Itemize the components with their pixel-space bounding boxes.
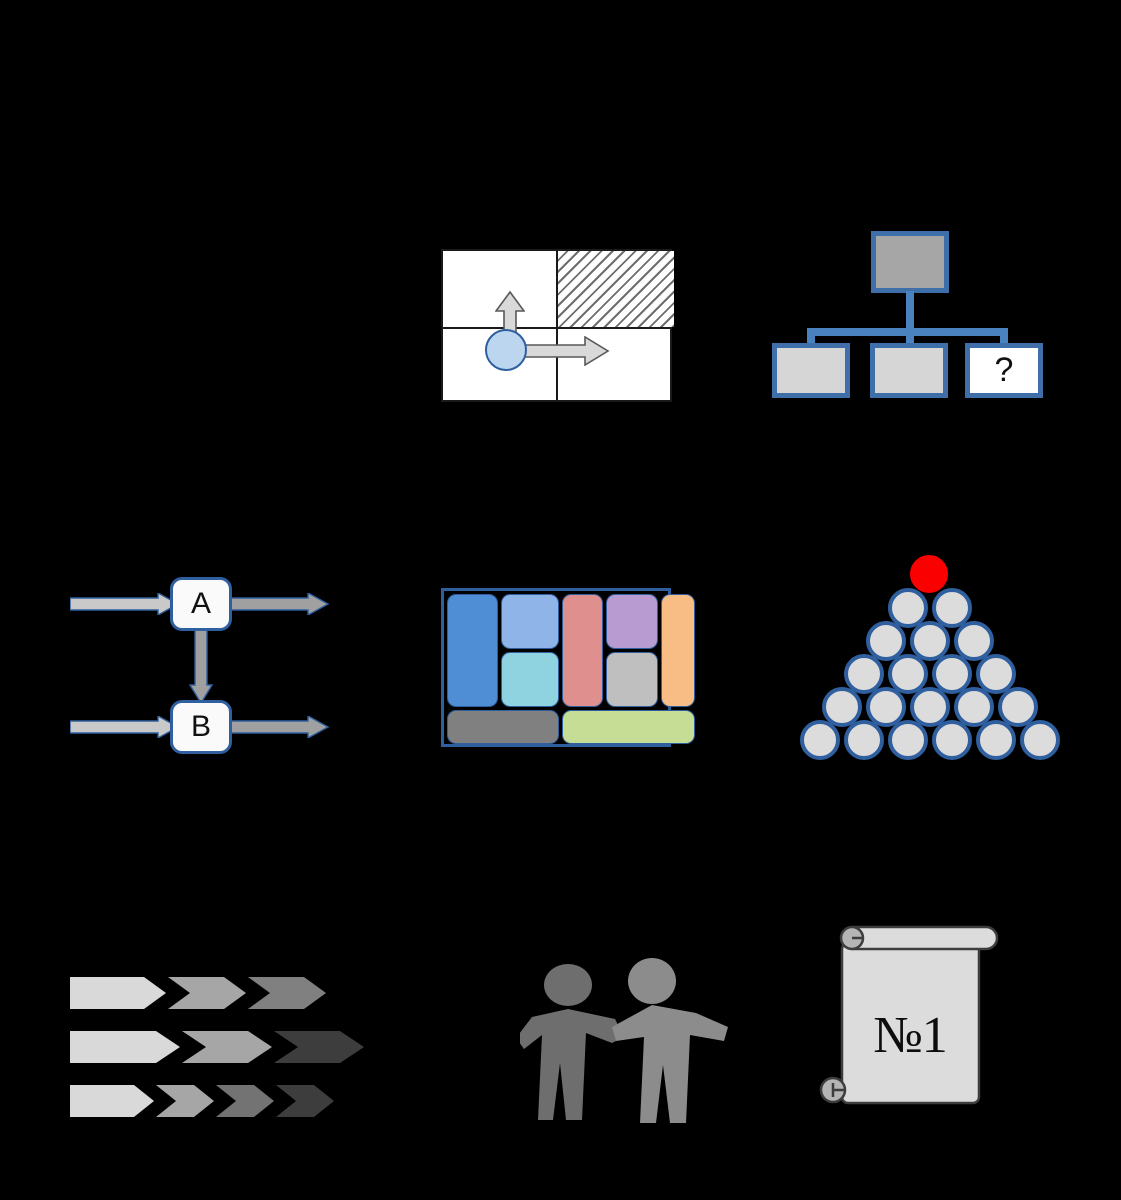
pyramid-circle-r6-1[interactable] — [800, 720, 840, 760]
org-drop-connector-2 — [906, 328, 914, 346]
org-child-node-3-label: ? — [994, 351, 1014, 389]
scroll-svg — [819, 925, 999, 1105]
scroll-bottom-curl-line — [831, 1083, 845, 1097]
person-left — [516, 964, 624, 1120]
flow-node-a[interactable]: A — [170, 577, 232, 631]
mosaic-tile-1[interactable] — [447, 594, 498, 707]
pyramid-circle-r6-4[interactable] — [932, 720, 972, 760]
pyramid-circle-r4-2[interactable] — [888, 654, 928, 694]
pyramid-circle-r6-2[interactable] — [844, 720, 884, 760]
chevron-r3-s3[interactable] — [216, 1085, 274, 1117]
chevron-r2-s2[interactable] — [182, 1031, 272, 1063]
flow-node-b-label: B — [190, 710, 211, 743]
mosaic-tile-6[interactable] — [606, 652, 658, 707]
org-root-node[interactable] — [871, 231, 949, 293]
pyramid-circle-r3-2[interactable] — [910, 621, 950, 661]
pyramid-circle-r5-5[interactable] — [998, 687, 1038, 727]
output-arrow-from-b — [228, 716, 330, 738]
mosaic-tile-7[interactable] — [661, 594, 695, 707]
two-people-partnership-icon — [516, 945, 735, 1125]
mosaic-tile-9[interactable] — [562, 710, 695, 744]
circle-pyramid-diagram — [800, 555, 1060, 765]
person-right — [612, 958, 728, 1123]
org-trunk-connector — [906, 291, 914, 334]
pyramid-circle-r2-1[interactable] — [888, 588, 928, 628]
pyramid-circle-r5-3[interactable] — [910, 687, 950, 727]
down-arrow-a-to-b — [189, 625, 213, 705]
input-arrow-to-b — [70, 716, 180, 738]
chevron-r1-s3[interactable] — [248, 977, 326, 1009]
origin-circle-marker — [485, 329, 527, 371]
chevron-r3-s2[interactable] — [156, 1085, 214, 1117]
two-people-svg — [516, 958, 728, 1123]
mosaic-tile-4[interactable] — [562, 594, 603, 707]
pyramid-circle-r4-4[interactable] — [976, 654, 1016, 694]
chevron-r2-s3[interactable] — [274, 1031, 364, 1063]
process-flow-a-to-b: A B — [70, 565, 330, 765]
mosaic-tile-2[interactable] — [501, 594, 559, 649]
chevron-r2-s1[interactable] — [70, 1031, 180, 1063]
pyramid-circle-r3-3[interactable] — [954, 621, 994, 661]
flow-node-a-label: A — [190, 587, 211, 620]
chevron-r3-s4[interactable] — [276, 1085, 334, 1117]
scroll-document-icon: №1 — [800, 915, 1015, 1115]
org-child-node-2[interactable] — [870, 343, 948, 398]
pyramid-circle-r2-2[interactable] — [932, 588, 972, 628]
pyramid-circle-r6-6[interactable] — [1020, 720, 1060, 760]
hatched-quadrant — [558, 251, 674, 327]
pyramid-circle-r5-1[interactable] — [822, 687, 862, 727]
quadrant-matrix-diagram — [441, 249, 674, 402]
pyramid-circle-r3-1[interactable] — [866, 621, 906, 661]
pyramid-top-circle[interactable] — [910, 555, 948, 593]
mosaic-tile-8[interactable] — [447, 710, 559, 744]
pyramid-circle-r5-2[interactable] — [866, 687, 906, 727]
org-drop-connector-1 — [807, 328, 815, 346]
chevron-r1-s2[interactable] — [168, 977, 246, 1009]
pyramid-circle-r4-3[interactable] — [932, 654, 972, 694]
pyramid-circle-r5-4[interactable] — [954, 687, 994, 727]
mosaic-tile-3[interactable] — [501, 652, 559, 707]
hierarchy-org-chart: ? — [765, 228, 1050, 403]
matrix-vertical-divider — [556, 251, 558, 400]
pyramid-circle-r4-1[interactable] — [844, 654, 884, 694]
chevron-r3-s1[interactable] — [70, 1085, 154, 1117]
pyramid-circle-r6-3[interactable] — [888, 720, 928, 760]
chevron-stage-rows — [60, 965, 380, 1117]
pyramid-circle-r6-5[interactable] — [976, 720, 1016, 760]
scroll-top-roll — [840, 925, 999, 951]
output-arrow-from-a — [228, 593, 330, 615]
org-child-node-3[interactable] — [965, 343, 1043, 398]
tile-mosaic-diagram — [441, 588, 695, 747]
org-drop-connector-3 — [1000, 328, 1008, 346]
input-arrow-to-a — [70, 593, 180, 615]
org-child-node-1[interactable] — [772, 343, 850, 398]
mosaic-tile-5[interactable] — [606, 594, 658, 649]
scroll-number-label: №1 — [873, 1006, 948, 1064]
right-arrow-icon — [515, 336, 610, 366]
matrix-horizontal-divider — [443, 327, 670, 329]
chevron-r1-s1[interactable] — [70, 977, 166, 1009]
flow-node-b[interactable]: B — [170, 700, 232, 754]
